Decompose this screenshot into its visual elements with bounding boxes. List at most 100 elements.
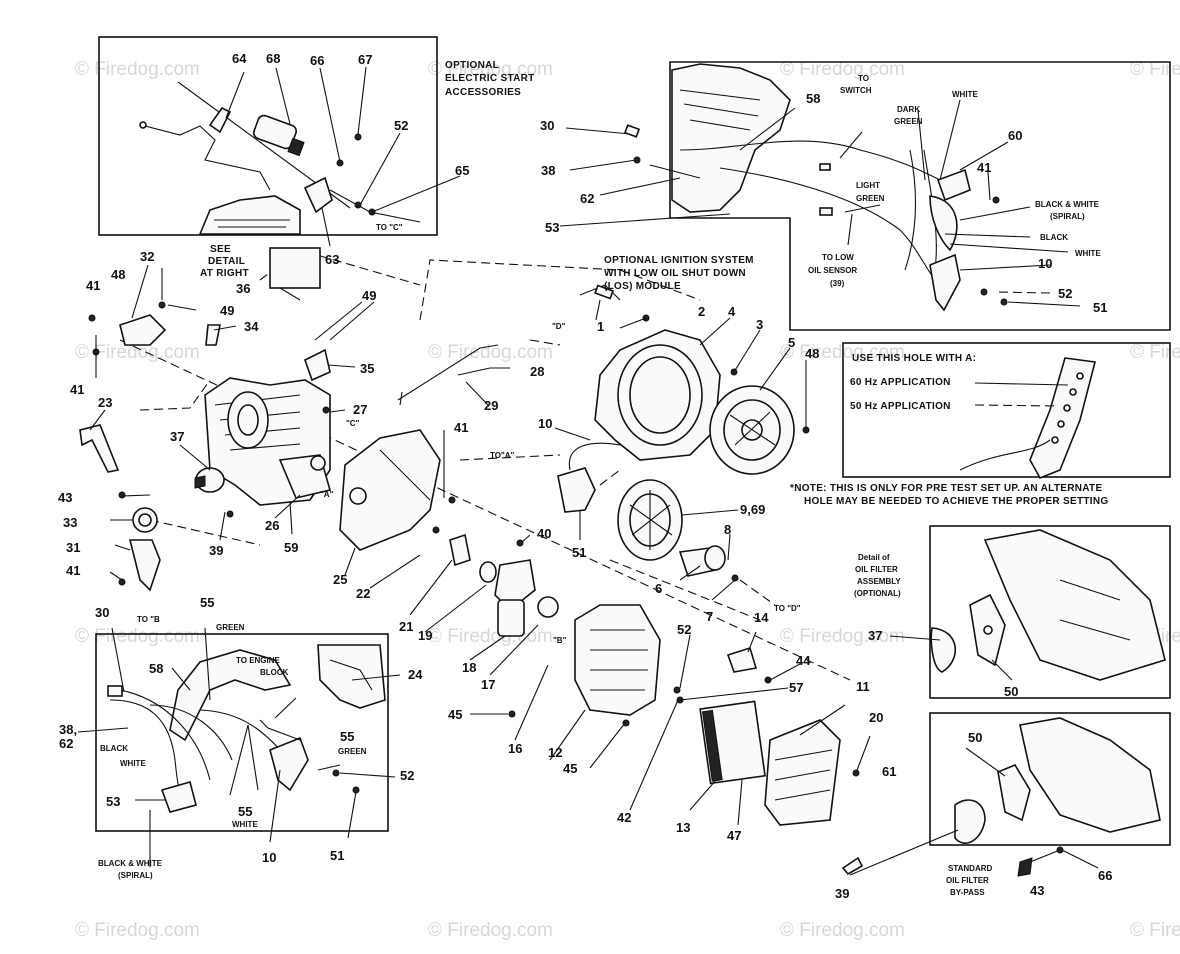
part-number: 64	[232, 51, 247, 66]
caption-assembly: ASSEMBLY	[857, 577, 901, 586]
part-number: 24	[408, 667, 423, 682]
caption-light-green: GREEN	[856, 194, 885, 203]
part-number: 1	[597, 319, 604, 334]
note-line-2: HOLE MAY BE NEEDED TO ACHIEVE THE PROPER…	[804, 496, 1108, 507]
part-number: 14	[754, 610, 769, 625]
caption-switch: SWITCH	[840, 86, 872, 95]
part-number: 12	[548, 745, 562, 760]
caption-white-small: WHITE	[232, 820, 258, 829]
caption-black-white: BLACK & WHITE	[1035, 200, 1100, 209]
part-number: 41	[454, 420, 468, 435]
part-number: 26	[265, 518, 279, 533]
part-number: 28	[530, 364, 544, 379]
label-to-d: TO "D"	[774, 604, 801, 613]
caption-spiral: (SPIRAL)	[1050, 212, 1085, 221]
caption-accessories: ACCESSORIES	[445, 87, 521, 98]
part-number: 53	[545, 220, 559, 235]
svg-text:© Firedog.com: © Firedog.com	[1130, 342, 1180, 363]
part-number: 48	[111, 267, 125, 282]
part-number: 45	[563, 761, 577, 776]
part-number: 40	[537, 526, 551, 541]
caption-electric-start: ELECTRIC START	[445, 73, 535, 84]
part-number: 44	[796, 653, 811, 668]
part-number: 18	[462, 660, 476, 675]
part-number: 38,	[59, 722, 77, 737]
part-number: 30	[95, 605, 109, 620]
svg-text:© Firedog.com: © Firedog.com	[1130, 920, 1180, 941]
part-number: 27	[353, 402, 367, 417]
hole-note-title: USE THIS HOLE WITH A:	[852, 353, 976, 364]
part-number: 66	[310, 53, 324, 68]
part-number: 58	[149, 661, 163, 676]
part-number: 2	[698, 304, 705, 319]
part-number: 33	[63, 515, 77, 530]
label-c: "C"	[346, 419, 360, 428]
part-number: 62	[59, 736, 73, 751]
part-number: 35	[360, 361, 374, 376]
caption-block: BLOCK	[260, 668, 289, 677]
part-number: 55	[238, 804, 252, 819]
part-number: 25	[333, 572, 347, 587]
svg-text:© Firedog.com: © Firedog.com	[75, 920, 200, 941]
part-number: 30	[540, 118, 554, 133]
part-number: 63	[325, 252, 339, 267]
caption-green-top: GREEN	[216, 623, 245, 632]
main-exploded-view	[79, 249, 871, 826]
part-number: 48	[805, 346, 819, 361]
bypass-box	[929, 712, 1171, 846]
caption-to-engine: TO ENGINE	[236, 656, 281, 665]
part-number: 37	[170, 429, 184, 444]
part-number: 52	[400, 768, 414, 783]
label-to-a: TO"A"	[490, 451, 515, 460]
caption-oil-sensor: OIL SENSOR	[808, 266, 857, 275]
part-number: 7	[706, 609, 713, 624]
caption-to: TO	[858, 74, 869, 83]
part-number: 67	[358, 52, 372, 67]
caption-white: WHITE	[1075, 249, 1101, 258]
part-number: 47	[727, 828, 741, 843]
caption-detail-of: Detail of	[858, 553, 890, 562]
caption-black: BLACK	[1040, 233, 1068, 242]
part-number: 21	[399, 619, 413, 634]
caption-green-bl: GREEN	[338, 747, 367, 756]
part-number: 36	[236, 281, 250, 296]
part-number: 6	[655, 581, 662, 596]
part-number: 3	[756, 317, 763, 332]
label-a: "A"	[320, 490, 334, 499]
caption-at-right: AT RIGHT	[200, 268, 249, 279]
label-b: "B"	[553, 636, 567, 645]
part-number: 8	[724, 522, 731, 537]
part-number: 51	[572, 545, 586, 560]
part-number: 20	[869, 710, 883, 725]
part-number: 43	[1030, 883, 1044, 898]
part-number: 50	[1004, 684, 1018, 699]
hole-note-box	[842, 342, 1171, 478]
caption-black-white-bl: BLACK & WHITE	[98, 859, 163, 868]
part-number: 50	[968, 730, 982, 745]
svg-text:© Firedog.com: © Firedog.com	[780, 626, 905, 647]
part-number: 9,69	[740, 502, 765, 517]
part-number: 41	[66, 563, 80, 578]
part-number: 41	[977, 160, 991, 175]
svg-text:© Firedog.com: © Firedog.com	[75, 626, 200, 647]
caption-black-bl: BLACK	[100, 744, 128, 753]
caption-white-bl: WHITE	[120, 759, 146, 768]
part-number: 43	[58, 490, 72, 505]
part-number: 51	[330, 848, 344, 863]
caption-ignition-3: (LOS) MODULE	[604, 281, 681, 292]
label-d: "D"	[552, 322, 566, 331]
caption-white-top: WHITE	[952, 90, 978, 99]
bypass-bolt	[1017, 857, 1033, 877]
part-number: 5	[788, 335, 795, 350]
part-number: 11	[856, 679, 870, 694]
svg-text:© Firedog.com: © Firedog.com	[428, 342, 553, 363]
part-number: 17	[481, 677, 495, 692]
caption-light: LIGHT	[856, 181, 880, 190]
watermarks: © Firedog.com © Firedog.com © Firedog.co…	[75, 59, 1180, 941]
part-number: 51	[1093, 300, 1107, 315]
caption-standard: STANDARD	[948, 864, 993, 873]
part-number: 62	[580, 191, 594, 206]
part-number: 59	[284, 540, 298, 555]
